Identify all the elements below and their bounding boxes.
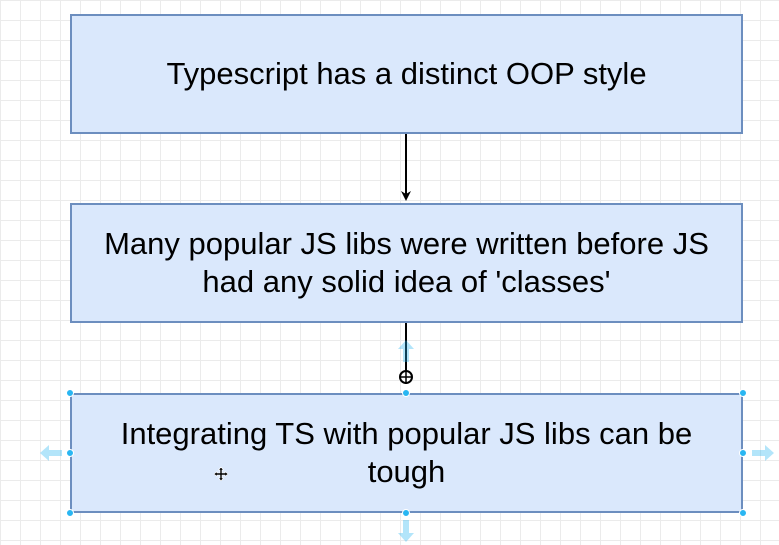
node-label: Integrating TS with popular JS libs can … bbox=[120, 416, 693, 489]
flowchart-node-selected[interactable]: Integrating TS with popular JS libs can … bbox=[70, 393, 743, 513]
flowchart-node[interactable]: Many popular JS libs were written before… bbox=[70, 203, 743, 323]
node-label: Typescript has a distinct OOP style bbox=[166, 56, 647, 91]
selection-handle-bottom-left[interactable] bbox=[66, 509, 74, 517]
selection-handle-bottom[interactable] bbox=[402, 509, 410, 517]
selection-handle-top[interactable] bbox=[402, 389, 410, 397]
connect-arrow-up-icon[interactable] bbox=[398, 340, 414, 362]
selection-handle-bottom-right[interactable] bbox=[739, 509, 747, 517]
node-label: Many popular JS libs were written before… bbox=[104, 226, 709, 299]
connect-arrow-down-icon[interactable] bbox=[398, 520, 414, 542]
flowchart-node[interactable]: Typescript has a distinct OOP style bbox=[70, 14, 743, 134]
connect-arrow-left-icon[interactable] bbox=[40, 445, 62, 461]
selection-handle-left[interactable] bbox=[66, 449, 74, 457]
connection-point-icon[interactable] bbox=[399, 370, 413, 384]
selection-handle-right[interactable] bbox=[739, 449, 747, 457]
connect-arrow-right-icon[interactable] bbox=[752, 445, 774, 461]
move-cursor-icon bbox=[214, 467, 228, 481]
selection-handle-top-left[interactable] bbox=[66, 389, 74, 397]
selection-handle-top-right[interactable] bbox=[739, 389, 747, 397]
